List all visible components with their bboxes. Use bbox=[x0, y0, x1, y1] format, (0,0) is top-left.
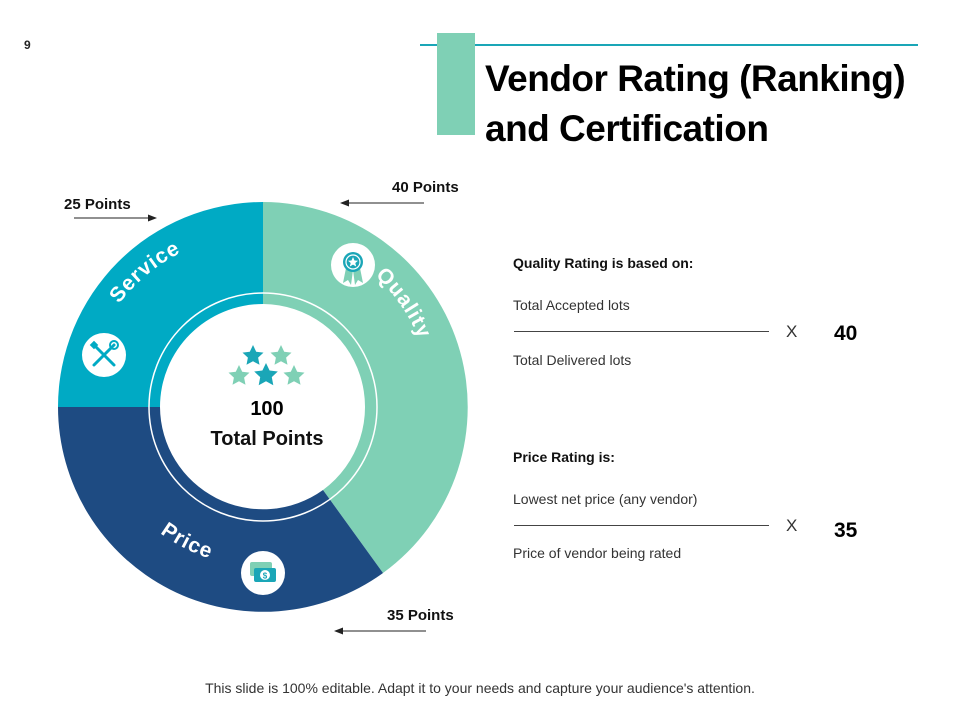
price-points-arrow bbox=[334, 627, 426, 635]
quality-segment bbox=[263, 202, 468, 573]
quality-rating-denominator: Total Delivered lots bbox=[513, 352, 632, 368]
quality-rating-heading: Quality Rating is based on: bbox=[513, 255, 694, 271]
price-weight: 35 bbox=[834, 519, 858, 542]
title-line-1: Vendor Rating (Ranking) bbox=[485, 58, 906, 99]
quality-rating-numerator: Total Accepted lots bbox=[513, 297, 630, 313]
inner-ring bbox=[148, 292, 378, 522]
service-points-arrow bbox=[74, 214, 157, 222]
service-points-label: 25 Points bbox=[64, 196, 131, 213]
title-line-2: and Certification bbox=[485, 108, 769, 149]
stars-icon bbox=[228, 345, 305, 386]
quality-multiply-sign: X bbox=[786, 322, 798, 341]
tools-icon bbox=[82, 333, 126, 377]
total-points-label: Total Points bbox=[210, 428, 324, 450]
quality-fraction-line bbox=[514, 331, 769, 332]
total-points-value: 100 bbox=[250, 398, 284, 420]
price-points-label: 35 Points bbox=[387, 607, 454, 624]
slide-number: 9 bbox=[24, 38, 31, 52]
center-disc bbox=[162, 306, 364, 508]
title-top-rule bbox=[420, 44, 918, 46]
svg-text:$: $ bbox=[263, 572, 268, 581]
price-rating-numerator: Lowest net price (any vendor) bbox=[513, 491, 698, 507]
price-rating-heading: Price Rating is: bbox=[513, 449, 615, 465]
price-multiply-sign: X bbox=[786, 516, 798, 535]
price-rating-denominator: Price of vendor being rated bbox=[513, 545, 682, 561]
quality-points-arrow bbox=[340, 199, 424, 207]
price-segment bbox=[58, 407, 383, 612]
footer-note: This slide is 100% editable. Adapt it to… bbox=[205, 680, 755, 696]
slide-title: Vendor Rating (Ranking) and Certificatio… bbox=[485, 54, 955, 154]
quality-points-label: 40 Points bbox=[392, 179, 459, 196]
quality-weight: 40 bbox=[834, 322, 858, 345]
title-accent-bar bbox=[437, 33, 475, 135]
award-ribbon-icon bbox=[331, 243, 375, 287]
price-fraction-line bbox=[514, 525, 769, 526]
money-icon: $ bbox=[241, 551, 285, 595]
